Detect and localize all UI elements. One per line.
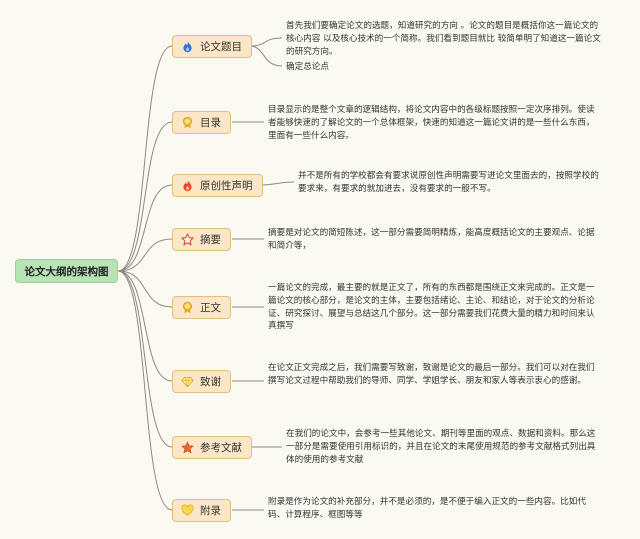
branch-label-thanks: 致谢 — [200, 376, 221, 388]
branch-label-body: 正文 — [200, 302, 221, 314]
desc-toc: 目录显示的是整个文章的逻辑结构，将论文内容中的各级标题按照一定次序排列。使读者能… — [268, 105, 595, 141]
desc-appendix: 附录是作为论文的补充部分，并不是必须的，是不便于编入正文的一些内容。比如代码、计… — [268, 497, 586, 520]
star-outline-icon — [181, 233, 194, 246]
connector-root-8 — [117, 270, 173, 511]
diamond-icon — [181, 377, 194, 388]
branch-node-toc[interactable]: 目录 — [172, 111, 231, 134]
desc-references: 在我们的论文中，会参考一些其他论文、期刊等里面的观点、数据和资料。那么这一部分是… — [286, 429, 596, 465]
branch-node-thanks[interactable]: 致谢 — [172, 370, 231, 393]
connector-root-5 — [117, 270, 173, 308]
flame-blue-icon — [183, 40, 192, 53]
branch-label-abstract: 摘要 — [200, 234, 221, 246]
connector-root-4 — [117, 238, 173, 272]
branch-node-references[interactable]: 参考文献 — [172, 436, 252, 459]
branch-node-appendix[interactable]: 附录 — [172, 499, 231, 522]
desc-title: 首先我们要确定论文的选题，知道研究的方向 。论文的题目是概括你这一篇论文的核心内… — [286, 21, 601, 57]
heart-icon — [181, 504, 194, 516]
branch-node-title[interactable]: 论文题目 — [172, 35, 252, 58]
connector-sub-1 — [249, 45, 283, 67]
connector-desc-1 — [249, 37, 283, 47]
connector-desc-3 — [259, 181, 295, 186]
badge-icon — [183, 116, 192, 129]
branch-node-body[interactable]: 正文 — [172, 296, 231, 319]
connector-root-7 — [117, 270, 173, 448]
root-node[interactable]: 论文大纲的架构图 — [15, 259, 118, 283]
branch-node-originality[interactable]: 原创性声明 — [172, 174, 263, 197]
desc-abstract: 摘要是对论文的简短陈述，这一部分需要简明精炼，能高度概括论文的主要观点、论据和简… — [268, 228, 595, 251]
branch-label-originality: 原创性声明 — [200, 180, 253, 192]
sub-title-point: 确定总论点 — [286, 62, 329, 72]
connector-root-2 — [117, 121, 173, 272]
branch-label-references: 参考文献 — [200, 442, 242, 454]
branch-label-title: 论文题目 — [200, 41, 242, 53]
branch-node-abstract[interactable]: 摘要 — [172, 228, 231, 251]
branch-label-appendix: 附录 — [200, 505, 221, 517]
flame-red-icon — [183, 179, 192, 192]
badge-icon — [183, 301, 192, 314]
connector-root-1 — [117, 45, 173, 272]
desc-originality: 并不是所有的学校都会有要求说原创性声明需要写进论文里面去的，按照学校的要求来，有… — [298, 171, 599, 194]
branch-label-toc: 目录 — [200, 117, 221, 129]
star-filled-icon — [181, 441, 194, 454]
desc-body: 一篇论文的完成，最主要的就是正文了，所有的东西都是围绕正文来完成的。正文是一篇论… — [268, 283, 595, 332]
connector-root-6 — [117, 270, 173, 382]
desc-thanks: 在论文正文完成之后，我们需要写致谢，致谢是论文的最后一部分。我们可以对在我们撰写… — [268, 363, 595, 386]
connector-root-3 — [117, 184, 173, 272]
